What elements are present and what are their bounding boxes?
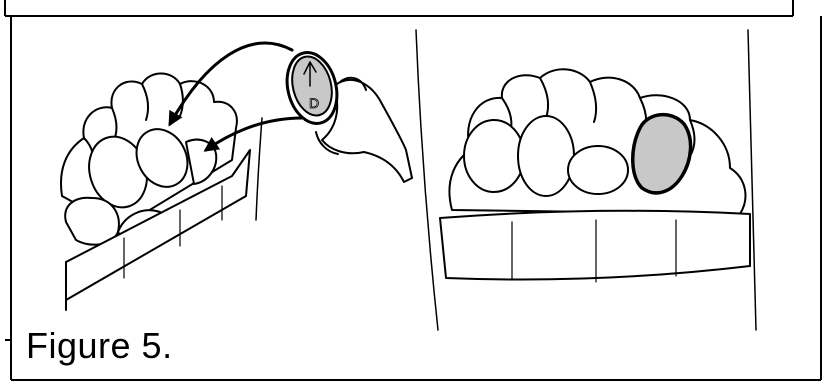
right-panel-illustration <box>416 30 756 330</box>
figure-caption: Figure 5. <box>26 328 173 364</box>
right-front-stone-3 <box>568 146 628 194</box>
tile-mark: D <box>309 95 319 111</box>
right-front-stone-1 <box>464 120 524 192</box>
tile-rack <box>440 211 750 280</box>
right-front-stone-2 <box>518 116 574 196</box>
left-panel-illustration <box>61 43 412 310</box>
